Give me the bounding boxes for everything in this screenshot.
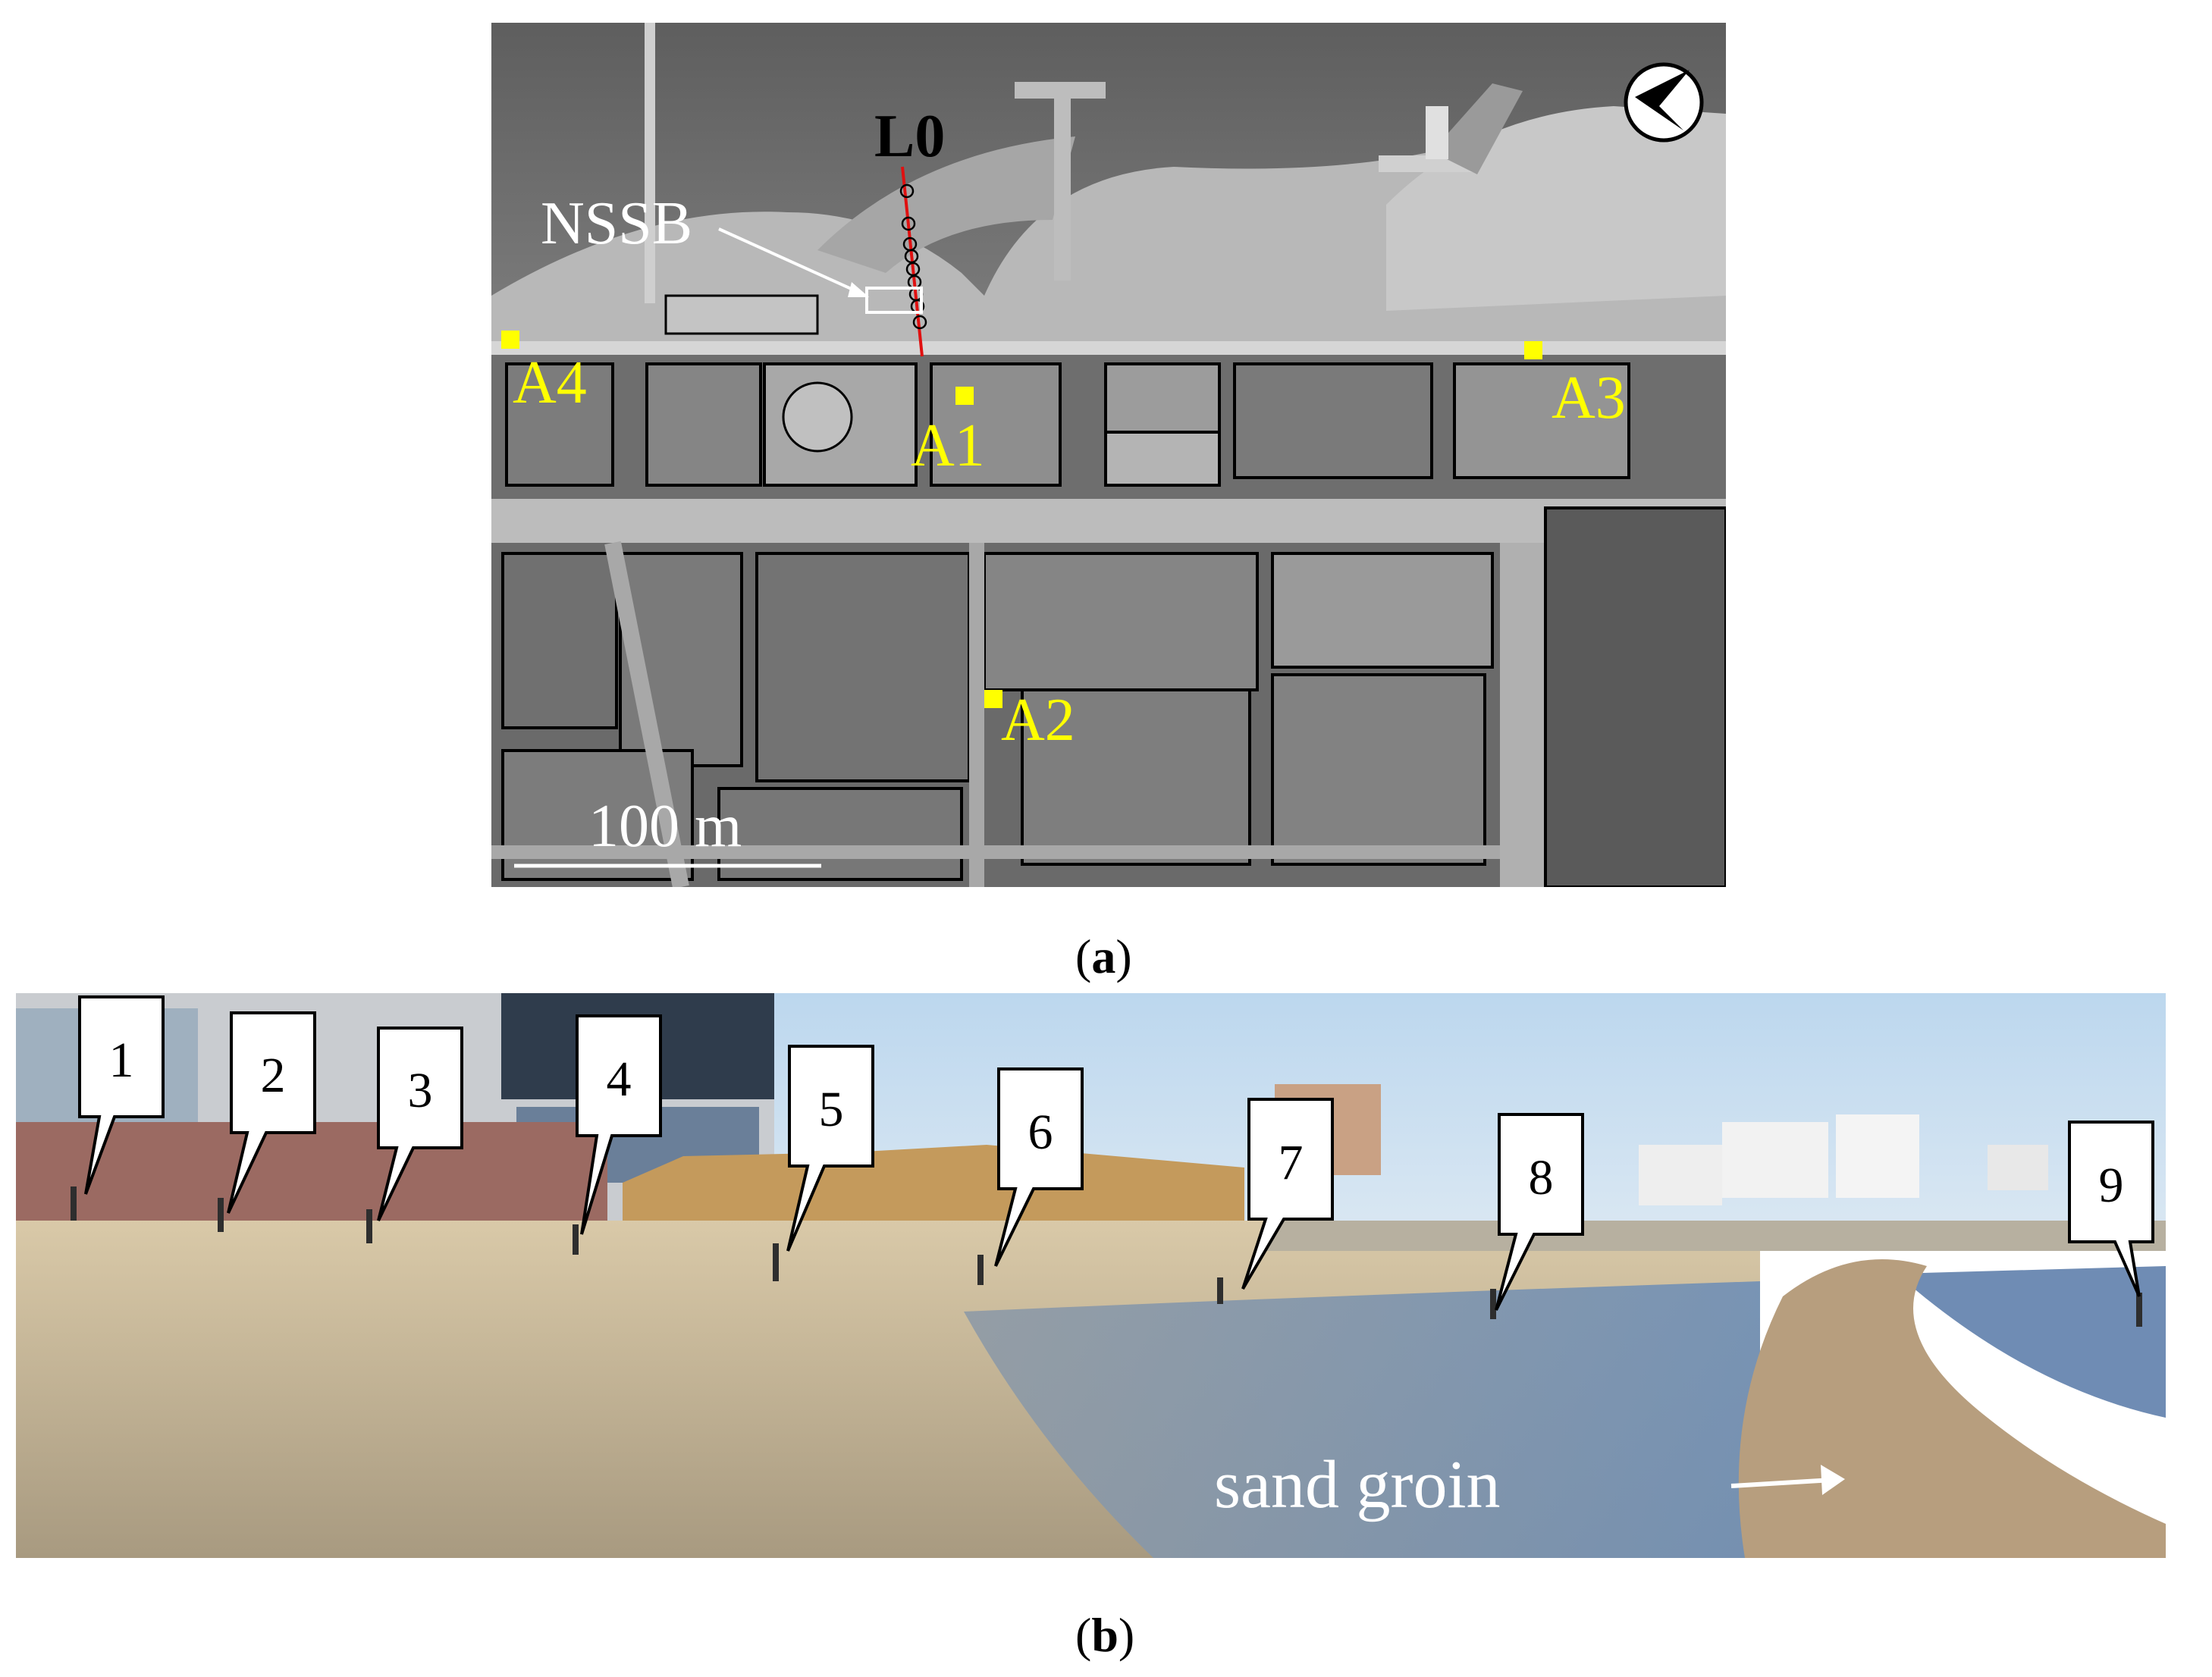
sand-groin-arrow <box>1730 1465 1845 1495</box>
callout-label-4: 4 <box>607 1052 632 1107</box>
north-arrow-icon <box>1624 62 1704 143</box>
main-road <box>491 499 1726 543</box>
measurement-poles <box>71 1186 2142 1327</box>
callout-label-5: 5 <box>819 1082 844 1137</box>
caption-b: (b) <box>1075 1608 1135 1662</box>
breakwater-t-stem <box>1054 99 1071 281</box>
beach-photo-panel: 1 2 3 4 5 6 7 8 9 sand groin <box>16 993 2166 1558</box>
callout-label-1: 1 <box>109 1033 134 1088</box>
callout-label-3: 3 <box>408 1063 433 1118</box>
callout-label-7: 7 <box>1279 1135 1304 1190</box>
profile-label-l0: L0 <box>874 103 946 170</box>
sea-right <box>1897 1266 2166 1418</box>
seawall <box>491 341 1726 355</box>
station-label-a2: A2 <box>1001 687 1075 754</box>
scale-label: 100 m <box>588 793 742 860</box>
callout-4: 4 <box>576 1014 662 1235</box>
sand-groin-map <box>1432 83 1523 174</box>
callout-8: 8 <box>1495 1113 1584 1311</box>
callout-layer: 1 2 3 4 5 6 7 8 9 sand groin <box>78 995 2154 1522</box>
callout-2: 2 <box>227 1011 316 1214</box>
wooden-fence <box>623 1145 1244 1236</box>
station-marker-a2 <box>984 690 1002 708</box>
brick-wall <box>16 1122 607 1221</box>
station-label-a1: A1 <box>911 412 985 479</box>
station-marker-a4 <box>501 331 519 349</box>
aerial-map-panel: L0 NSSB A4 A1 A2 A3 100 m <box>491 23 1726 887</box>
callout-3: 3 <box>377 1027 463 1221</box>
callout-label-2: 2 <box>261 1048 286 1103</box>
callout-5: 5 <box>786 1045 874 1252</box>
nssb-box <box>865 287 923 314</box>
aerial-map-graphic <box>491 23 1726 887</box>
nssb-arrow <box>718 227 864 296</box>
callout-label-8: 8 <box>1529 1150 1554 1205</box>
breakwater-t-top <box>1015 82 1106 99</box>
station-marker-a3 <box>1524 341 1542 359</box>
callout-1: 1 <box>78 995 165 1195</box>
caption-a: (a) <box>1075 929 1132 983</box>
callout-label-6: 6 <box>1028 1105 1053 1160</box>
shallow-water <box>964 1281 1760 1558</box>
station-label-a3: A3 <box>1552 365 1626 431</box>
nssb-label: NSSB <box>541 190 693 257</box>
callout-6: 6 <box>994 1067 1084 1267</box>
callout-9: 9 <box>2068 1121 2154 1297</box>
breakwater-left <box>645 23 655 303</box>
sand-groin-label: sand groin <box>1214 1447 1500 1522</box>
sand-groin <box>1738 1259 2166 1558</box>
callout-7: 7 <box>1241 1098 1334 1290</box>
station-label-a4: A4 <box>513 350 587 416</box>
station-marker-a1 <box>955 387 974 405</box>
callout-label-9: 9 <box>2099 1158 2124 1213</box>
